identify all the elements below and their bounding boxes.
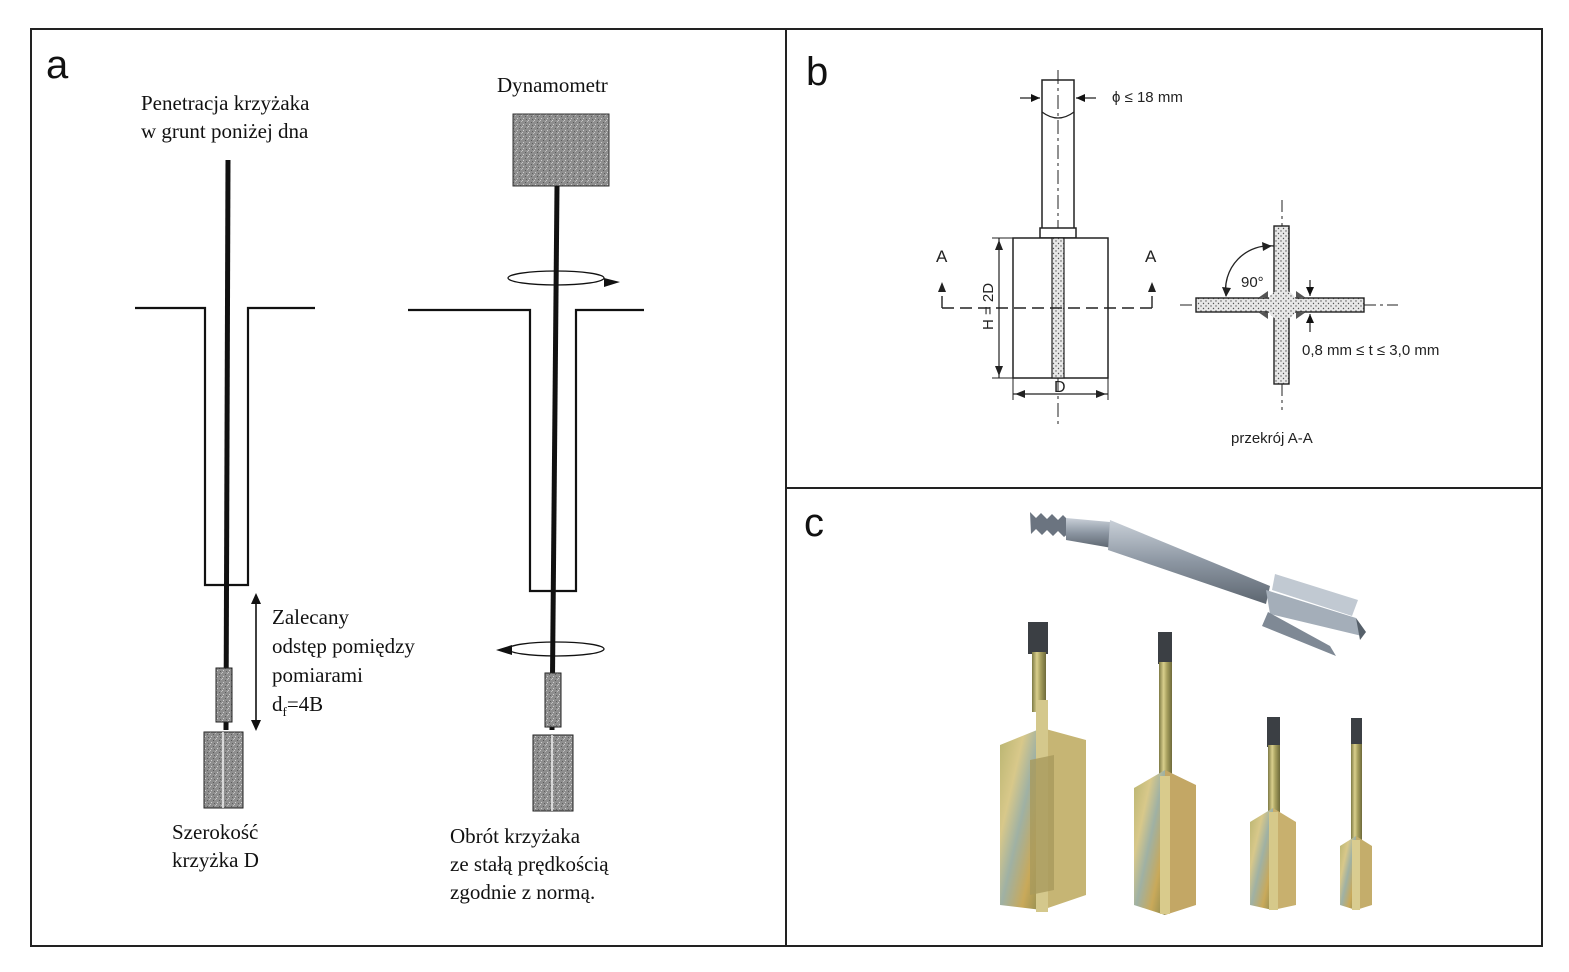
left-extension-piece [215, 667, 233, 723]
angle-arc [1222, 242, 1275, 297]
panel-a-frame [30, 28, 787, 947]
section-caption: przekrój A-A [1231, 430, 1313, 447]
steel-vane-photo [1030, 512, 1366, 656]
height-dimension [992, 237, 1013, 379]
panel-c-letter: c [804, 501, 824, 545]
width-line-2: krzyżka D [172, 848, 259, 872]
angle-label: 90° [1241, 274, 1264, 291]
right-title: Dynamometr [497, 73, 608, 97]
panel-a: a Penetracja krzyżaka w grunt poniżej dn… [46, 43, 644, 904]
panel-c-frame [785, 487, 1543, 947]
left-rod [223, 159, 231, 731]
rotation-line-3: zgodnie z normą. [450, 880, 595, 904]
brass-vane-medium [1250, 717, 1296, 910]
left-title-line-2: w grunt poniżej dna [141, 119, 309, 143]
cross-section [1180, 200, 1398, 410]
rotation-line-2: ze stałą prędkością [450, 852, 609, 876]
width-dimension [1012, 378, 1109, 400]
shaft-collar [1039, 227, 1077, 239]
spacing-line-1: Zalecany [272, 605, 349, 629]
diameter-label: ϕ ≤ 18 mm [1112, 89, 1183, 106]
panel-a-letter: a [46, 43, 69, 87]
right-vane [532, 734, 574, 812]
brass-vane-small [1340, 718, 1372, 910]
top-rotation-arrow [507, 270, 620, 287]
width-label: D [1054, 379, 1066, 396]
rotation-line-1: Obrót krzyżaka [450, 824, 581, 848]
spacing-dimension-arrow [251, 593, 261, 731]
panel-c: c [804, 501, 1372, 915]
panel-b-letter: b [806, 50, 828, 94]
height-label: H = 2D [980, 283, 997, 330]
left-vane [203, 731, 244, 809]
bottom-rotation-arrow [496, 641, 605, 657]
brass-vane-large [1000, 622, 1086, 912]
brass-vane-medium-large [1134, 632, 1196, 915]
panel-b: b ϕ ≤ 18 mm A A H = 2D [806, 50, 1439, 447]
spacing-line-4: df=4B [272, 692, 323, 719]
right-borehole-outline [408, 308, 644, 593]
right-extension-piece [544, 672, 562, 728]
width-line-1: Szerokość [172, 820, 258, 844]
section-mark-right: A [1145, 247, 1157, 266]
thickness-label: 0,8 mm ≤ t ≤ 3,0 mm [1302, 342, 1439, 359]
left-title-line-1: Penetracja krzyżaka [141, 91, 310, 115]
spacing-line-2: odstęp pomiędzy [272, 634, 415, 658]
spacing-line-3: pomiarami [272, 663, 363, 687]
dynamometer-box [512, 113, 610, 187]
right-rod [549, 185, 560, 731]
section-mark-left: A [936, 247, 948, 266]
